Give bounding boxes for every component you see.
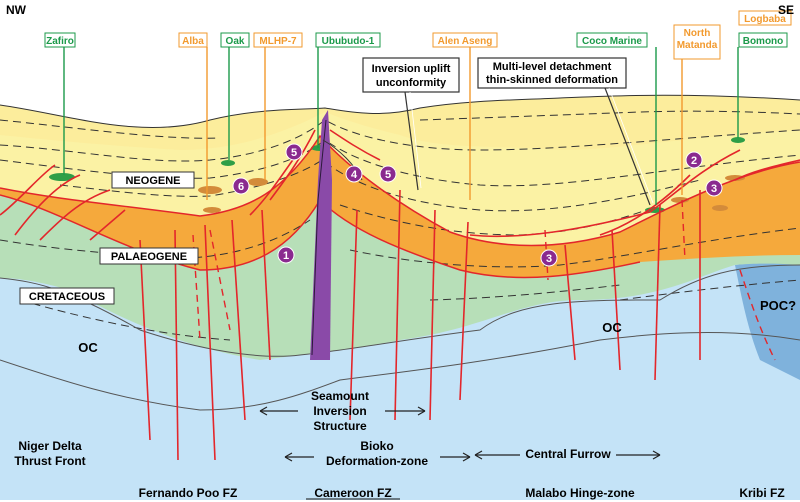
- bioko-line1: Bioko: [360, 439, 393, 453]
- cretaceous-label: CRETACEOUS: [29, 291, 105, 303]
- detachment-callout-line2: thin-skinned deformation: [486, 74, 618, 86]
- well-zafiro: Zafiro: [44, 32, 76, 175]
- well-label-alen: Alen Aseng: [438, 36, 493, 47]
- marker-number: 4: [351, 169, 358, 181]
- well-mlhp7: MLHP-7: [253, 32, 303, 180]
- well-bomono: Bomono: [737, 32, 788, 138]
- well-ububudo: Ububudo-1: [315, 32, 381, 148]
- marker-number: 5: [291, 147, 297, 159]
- surface-line: [0, 94, 800, 129]
- inversion-callout-line2: unconformity: [376, 77, 447, 89]
- nw-label: NW: [6, 3, 27, 17]
- well-alba: Alba: [178, 32, 208, 200]
- niger-line1: Niger Delta: [18, 439, 82, 453]
- well-label-mlhp7: MLHP-7: [259, 36, 297, 47]
- wells: Zafiro Alba Oak MLHP-7 Ububudo-1 Alen Aseng Co…: [44, 10, 792, 205]
- marker-1: 1: [277, 246, 295, 264]
- marker-number: 5: [385, 169, 391, 181]
- cretaceous-layer: [0, 190, 800, 360]
- central-furrow-label: Central Furrow: [525, 447, 611, 461]
- palaeogene-label: PALAEOGENE: [111, 251, 187, 263]
- well-label-oak: Oak: [226, 36, 245, 47]
- seamount-line3: Structure: [313, 419, 367, 433]
- seamount-line2: Inversion: [313, 404, 366, 418]
- marker-3: 3: [705, 179, 723, 197]
- well-label-bomono: Bomono: [743, 36, 784, 47]
- well-label-coco: Coco Marine: [582, 36, 642, 47]
- poc-body: [735, 262, 800, 380]
- well-label-ububudo: Ububudo-1: [322, 36, 375, 47]
- marker-6: 6: [232, 177, 250, 195]
- fracture-zones: Fernando Poo FZ Cameroon FZ Malabo Hinge…: [139, 486, 785, 500]
- oc-right-label: OC: [602, 320, 622, 335]
- niger-line2: Thrust Front: [14, 454, 85, 468]
- marker-4: 4: [345, 165, 363, 183]
- bioko-line2: Deformation-zone: [326, 454, 428, 468]
- kribi-fz: Kribi FZ: [739, 486, 784, 500]
- fernando-poo-fz: Fernando Poo FZ: [139, 486, 238, 500]
- seamount-line1: Seamount: [311, 389, 369, 403]
- detachment-callout-line1: Multi-level detachment: [493, 61, 612, 73]
- well-label-logbaba: Logbaba: [744, 14, 786, 25]
- well-label-zafiro: Zafiro: [46, 36, 74, 47]
- neogene-label: NEOGENE: [125, 175, 180, 187]
- oc-left-label: OC: [78, 340, 98, 355]
- marker-3: 3: [540, 249, 558, 267]
- marker-2: 2: [685, 151, 703, 169]
- well-label-alba: Alba: [182, 36, 204, 47]
- marker-number: 3: [546, 253, 552, 265]
- marker-5: 5: [285, 143, 303, 161]
- well-alen: Alen Aseng: [432, 32, 498, 200]
- marker-5: 5: [379, 165, 397, 183]
- faults: [0, 129, 800, 461]
- play-markers: 1 2 3 3 4 5 5 6: [232, 143, 723, 267]
- cameroon-fz: Cameroon FZ: [314, 486, 391, 500]
- well-oak: Oak: [220, 32, 250, 160]
- callouts: Inversion uplift unconformity Multi-leve…: [362, 57, 654, 206]
- base-lines: [0, 264, 800, 411]
- well-coco: Coco Marine: [576, 32, 657, 205]
- well-logbaba: Logbaba: [738, 10, 792, 26]
- well-label-northmatanda: Matanda: [677, 40, 718, 51]
- well-label-northmatanda: North: [684, 28, 711, 39]
- marker-number: 3: [711, 183, 717, 195]
- malabo-hinge-zone: Malabo Hinge-zone: [525, 486, 635, 500]
- seamount-intrusion: [310, 110, 363, 360]
- marker-number: 6: [238, 181, 244, 193]
- se-label: SE: [778, 3, 794, 17]
- poc-label: POC?: [760, 298, 796, 313]
- marker-number: 2: [691, 155, 697, 167]
- inversion-callout-line1: Inversion uplift: [372, 63, 451, 75]
- unit-labels: NEOGENE PALAEOGENE CRETACEOUS OC OC POC?: [19, 171, 796, 355]
- zone-annotations: Seamount Inversion Structure Bioko Defor…: [14, 389, 661, 468]
- marker-number: 1: [283, 250, 289, 262]
